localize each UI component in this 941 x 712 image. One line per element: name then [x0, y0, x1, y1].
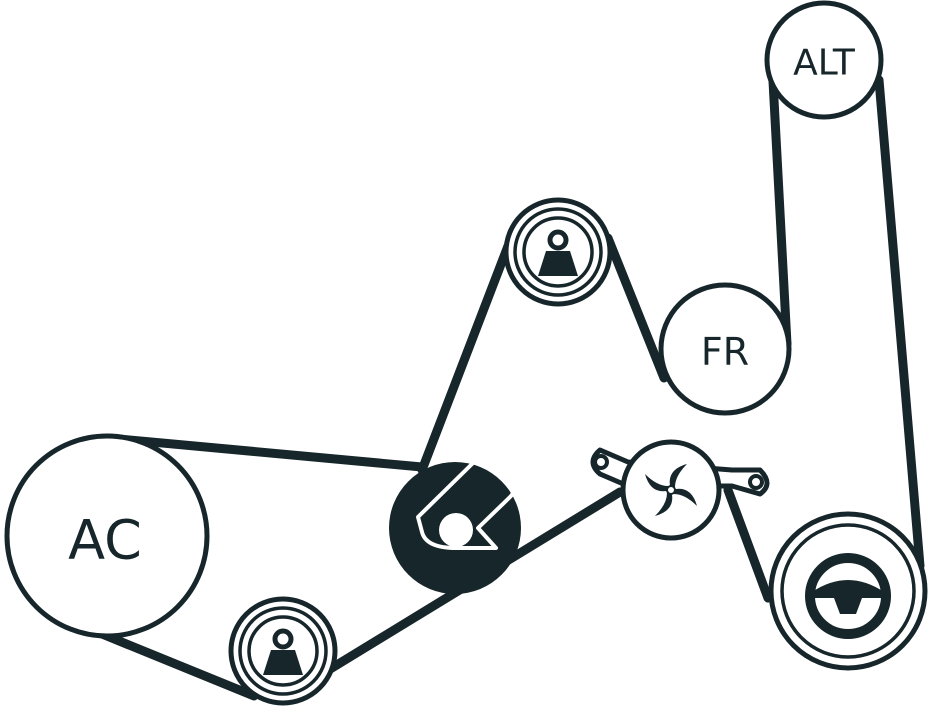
- tensioner-icon: [416, 455, 517, 550]
- serpentine-belt: [97, 57, 925, 701]
- alternator-pulley: ALT: [764, 0, 884, 120]
- tensioner-pulley: [389, 455, 521, 594]
- alternator-label: ALT: [793, 43, 856, 84]
- ac-label: AC: [68, 509, 142, 572]
- fan-icon: [645, 464, 697, 516]
- belt-segment-alt-ps: [874, 75, 925, 571]
- fan-pulley: [590, 439, 770, 541]
- idler-pulley-bottom: [228, 596, 338, 706]
- belt-segment-fr-alt: [767, 57, 792, 349]
- fr-label: FR: [701, 330, 749, 374]
- steering-wheel-icon: [805, 553, 891, 639]
- idler-pulley-top: [503, 197, 613, 307]
- ac-compressor-pulley: AC: [4, 433, 210, 639]
- belt-segment-ac-tensioner: [103, 433, 427, 472]
- belt-segment-idler-bottom-ac: [97, 629, 259, 701]
- belt-segment-idler-top-fr: [603, 233, 669, 383]
- power-steering-pulley: [768, 511, 928, 671]
- belt-segment-fan-idler-bottom: [281, 487, 625, 701]
- fr-pulley: FR: [658, 282, 792, 416]
- belt-segment-ps-fan: [723, 485, 773, 603]
- belt-segment-tensioner-idler-top: [417, 241, 513, 475]
- weight-icon: [538, 229, 578, 276]
- weight-icon: [263, 628, 303, 675]
